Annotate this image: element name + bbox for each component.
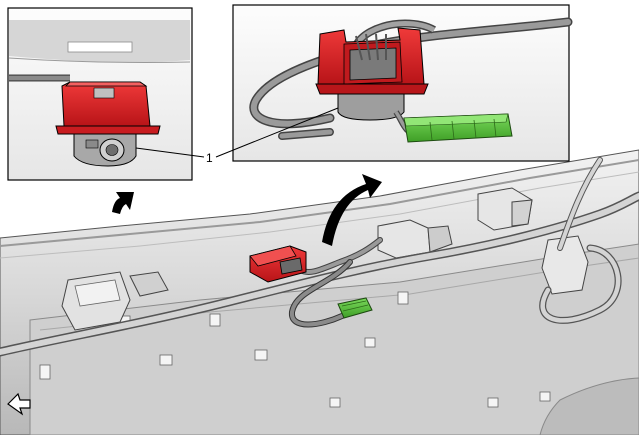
right-harness-connector [477, 187, 589, 295]
callout-label: 1 [206, 151, 213, 165]
camera-housing-installed [249, 245, 307, 283]
camera-connector-installed [337, 297, 373, 319]
inset-connector-detail [232, 4, 573, 162]
curved-up-arrow-icon [112, 192, 134, 214]
curved-up-arrow-icon [322, 174, 382, 246]
left-harness-connector [61, 271, 169, 331]
callout-1: 1 [135, 107, 339, 165]
wiring-harness [0, 157, 639, 357]
center-harness-connector [377, 219, 453, 259]
inset-camera-detail [7, 7, 193, 181]
view-direction-arrow-icon [7, 392, 31, 416]
